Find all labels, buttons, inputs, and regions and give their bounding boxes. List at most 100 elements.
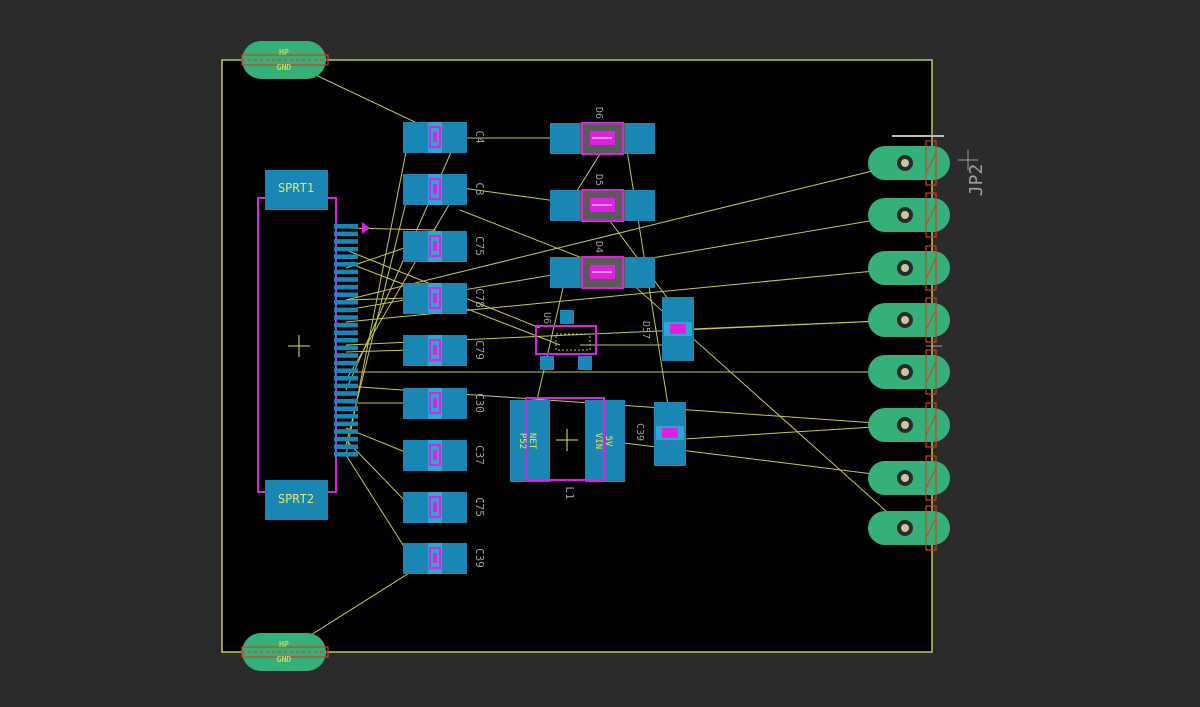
side-part-c39[interactable]: C39 [634,402,686,466]
header-pin-8[interactable] [868,505,950,551]
chip-pad [578,356,592,370]
inductor-pad1-net: P52 [517,433,527,449]
chip-u6[interactable]: U6 [535,310,597,370]
part-ref: C39 [634,423,645,441]
fpc-connector[interactable]: SPRT1 SPRT2 [257,170,370,520]
header-pin-slot [925,455,937,501]
capacitor-ref: C4 [473,130,486,144]
chip-ref: U6 [541,312,552,324]
header-pin-hole [901,421,909,429]
header-pin-2[interactable] [868,192,950,238]
part-polarity-bar [670,324,686,334]
connector-pad-sprt1[interactable] [265,170,328,210]
capacitor-silkscreen [429,547,441,569]
capacitor-c3[interactable]: C3 [403,174,486,205]
capacitor-polarity [433,241,437,251]
connector-pad-sprt2[interactable] [265,480,328,520]
header-pin-4[interactable] [868,297,950,343]
capacitor-c75[interactable]: C75 [403,492,486,523]
connector-pin [334,262,358,267]
capacitor-ref: C78 [473,288,486,308]
capacitor-c75[interactable]: C75 [403,231,486,262]
header-pin-slot [925,245,937,291]
connector-ref-top: SPRT1 [278,181,314,195]
connector-pin [334,383,358,389]
connector-pin [334,292,358,297]
header-pin-6[interactable] [868,402,950,448]
inductor-l1[interactable]: P52 NET VIN 5V L1 [510,397,625,500]
mounting-hole-label-1: HP [279,48,289,57]
mounting-hole-label-2: GND [277,63,292,72]
connector-pin [334,338,358,343]
connector-pin-row [334,224,358,457]
capacitor-ref: C75 [473,236,486,256]
capacitor-c37[interactable]: C37 [403,440,486,471]
mounting-hole-label-1: HP [279,640,289,649]
header-pin-hatch [925,257,937,279]
pin1-marker [362,222,370,234]
capacitor-c39[interactable]: C39 [403,543,486,574]
capacitor-polarity [433,132,437,142]
header-pin-hatch [925,414,937,436]
inductor-pad2-net-2: 5V [603,436,613,447]
header-pin-3[interactable] [868,245,950,291]
header-pin-hole [901,211,909,219]
capacitor-ref: C3 [473,182,486,195]
header-pin-1[interactable] [868,140,950,186]
connector-pin [334,391,358,396]
connector-pin [334,368,358,373]
header-pin-hole [901,524,909,532]
inductor-pad1-net-2: NET [527,433,537,450]
capacitor-polarity [433,450,437,460]
header-pin-5[interactable] [868,349,950,395]
header-jp2[interactable]: JP2 [868,135,987,551]
header-pin-row [868,140,950,551]
header-origin-cross [926,150,978,347]
header-pin-slot [925,349,937,395]
capacitor-ref: C37 [473,445,486,465]
capacitor-polarity [433,293,437,303]
connector-pin [334,345,358,351]
side-part-d57[interactable]: D57 [640,297,694,361]
mounting-hole-bottom[interactable]: HP GND [241,633,329,671]
capacitor-c4[interactable]: C4 [403,122,486,153]
inductor-pad-1[interactable] [510,400,550,482]
diode-silkscreen [581,189,624,222]
capacitor-silkscreen [429,444,441,466]
header-pin-hatch [925,361,937,383]
connector-pin [334,436,358,442]
diode-ref: D5 [593,174,604,186]
chip-body-silkscreen [535,325,597,355]
connector-pin [334,231,358,237]
connector-pin [334,277,358,282]
chip-courtyard [555,333,591,351]
part-polarity-bar [662,428,678,438]
inductor-origin-cross [556,429,578,451]
capacitor-c78[interactable]: C78 [403,283,486,314]
diode-d4[interactable]: D4 [550,241,655,289]
connector-pin [334,322,358,328]
capacitor-polarity [433,398,437,408]
header-pin-hole [901,368,909,376]
capacitor-silkscreen [429,178,441,200]
diode-ref: D4 [593,241,604,253]
diode-d5[interactable]: D5 [550,174,655,222]
chip-pad [540,356,554,370]
inductor-ref: L1 [563,486,576,499]
diode-silkscreen [581,122,624,155]
header-pin-hatch [925,467,937,489]
header-pin-7[interactable] [868,455,950,501]
header-pin-slot [925,505,937,551]
capacitor-silkscreen [429,339,441,361]
connector-pin [334,360,358,366]
diode-d6[interactable]: D6 [550,107,655,155]
capacitor-c30[interactable]: C30 [403,388,486,419]
chip-pad [560,310,574,324]
capacitor-silkscreen [429,235,441,257]
inductor-silkscreen [525,397,605,481]
capacitor-c79[interactable]: C79 [403,335,486,366]
mounting-hole-top[interactable]: HP GND [241,41,329,79]
